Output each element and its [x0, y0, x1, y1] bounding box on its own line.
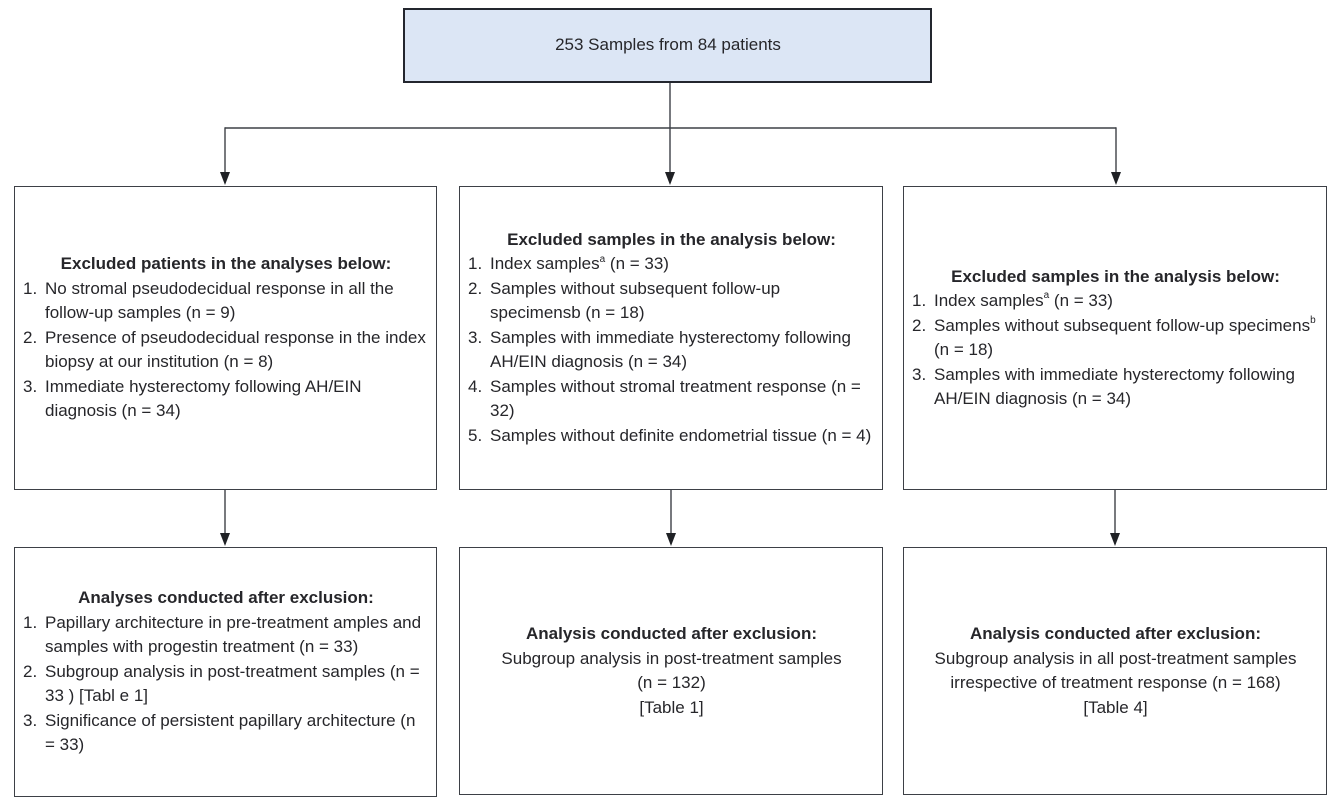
- item-text: Presence of pseudodecidual response in t…: [45, 326, 429, 375]
- arrowhead-icon: [220, 533, 230, 546]
- box-title: Analyses conducted after exclusion:: [78, 588, 374, 608]
- box-list: 1. No stromal pseudodecidual response in…: [23, 277, 429, 424]
- item-text: Samples without stromal treatment respon…: [490, 375, 875, 424]
- arrowhead-icon: [220, 172, 230, 185]
- item-number: 2.: [468, 278, 483, 298]
- item-text-pre: Index samples: [490, 254, 600, 274]
- list-item: 3. Immediate hysterectomy following AH/E…: [23, 375, 429, 424]
- list-item: 1. Index samplesa (n = 33): [912, 289, 1319, 314]
- box-list: 1. Papillary architecture in pre-treatme…: [23, 611, 429, 758]
- item-text-post: (n = 33): [1049, 291, 1113, 310]
- root-box-label: 253 Samples from 84 patients: [555, 35, 781, 55]
- item-text-pre: No stromal pseudodecidual response in al…: [45, 278, 394, 323]
- item-text: No stromal pseudodecidual response in al…: [45, 277, 429, 326]
- box-line: Subgroup analysis in post-treatment samp…: [501, 648, 842, 668]
- list-item: 3. Samples with immediate hysterectomy f…: [468, 326, 875, 375]
- item-text: Index samplesa (n = 33): [490, 252, 875, 277]
- item-text: Significance of persistent papillary arc…: [45, 709, 429, 758]
- box-list: 1. Index samplesa (n = 33) 2. Samples wi…: [468, 252, 875, 448]
- item-text: Index samplesa (n = 33): [934, 289, 1319, 314]
- excluded-samples-right-box: Excluded samples in the analysis below: …: [903, 186, 1327, 490]
- item-number: 3.: [23, 376, 38, 396]
- analysis-mid-box: Analysis conducted after exclusion: Subg…: [459, 547, 883, 795]
- box-list: 1. Index samplesa (n = 33) 2. Samples wi…: [912, 289, 1319, 412]
- item-text: Immediate hysterectomy following AH/EIN …: [45, 375, 429, 424]
- item-number: 1.: [468, 254, 483, 274]
- item-text-post: (n = 33): [605, 254, 669, 274]
- box-line: [Table 1]: [639, 697, 704, 717]
- item-text-pre: Samples without subsequent follow-up spe…: [490, 278, 781, 323]
- list-item: 2. Samples without subsequent follow-up …: [912, 314, 1319, 363]
- item-superscript: a: [1043, 290, 1050, 302]
- list-item: 3. Samples with immediate hysterectomy f…: [912, 363, 1319, 412]
- item-text: Subgroup analysis in post-treatment samp…: [45, 660, 429, 709]
- item-superscript: a: [599, 253, 606, 265]
- item-number: 2.: [23, 327, 38, 347]
- item-number: 2.: [23, 661, 38, 681]
- item-number: 1.: [23, 612, 38, 632]
- box-title: Analysis conducted after exclusion:: [526, 624, 817, 643]
- list-item: 2. Samples without subsequent follow-up …: [468, 277, 875, 326]
- arrowhead-icon: [666, 533, 676, 546]
- excluded-samples-mid-box: Excluded samples in the analysis below: …: [459, 186, 883, 490]
- box-title: Analysis conducted after exclusion:: [970, 624, 1261, 643]
- list-item: 2. Presence of pseudodecidual response i…: [23, 326, 429, 375]
- item-number: 3.: [912, 364, 927, 384]
- item-number: 3.: [23, 710, 38, 730]
- box-title: Excluded samples in the analysis below:: [507, 229, 836, 249]
- item-text: Samples without definite endometrial tis…: [490, 424, 875, 449]
- box-line: (n = 132): [637, 673, 706, 692]
- item-number: 2.: [912, 315, 927, 335]
- arrowhead-icon: [665, 172, 675, 185]
- box-line: [Table 4]: [1083, 697, 1148, 717]
- box-title: Excluded samples in the analysis below:: [951, 266, 1280, 286]
- item-text-pre: Significance of persistent papillary arc…: [45, 710, 416, 755]
- item-superscript: b: [1310, 314, 1316, 326]
- list-item: 1. Index samplesa (n = 33): [468, 252, 875, 277]
- item-text-pre: Samples without subsequent follow-up spe…: [934, 315, 1311, 335]
- list-item: 5. Samples without definite endometrial …: [468, 424, 875, 449]
- box-title: Excluded patients in the analyses below:: [60, 254, 392, 274]
- item-text-post: (n = 18): [934, 340, 994, 359]
- item-text-pre: Immediate hysterectomy following AH/EIN …: [45, 376, 362, 421]
- item-text: Papillary architecture in pre-treatment …: [45, 611, 429, 660]
- list-item: 2. Subgroup analysis in post-treatment s…: [23, 660, 429, 709]
- analyses-left-box: Analyses conducted after exclusion: 1. P…: [14, 547, 437, 797]
- arrowhead-icon: [1110, 533, 1120, 546]
- root-box: 253 Samples from 84 patients: [403, 8, 932, 83]
- box-line: Subgroup analysis in all post-treatment …: [934, 648, 1297, 668]
- excluded-patients-box: Excluded patients in the analyses below:…: [14, 186, 437, 490]
- item-text-pre: Index samples: [934, 291, 1044, 310]
- item-text-pre: Samples with immediate hysterectomy foll…: [490, 327, 851, 372]
- list-item: 1. No stromal pseudodecidual response in…: [23, 277, 429, 326]
- item-text: Samples with immediate hysterectomy foll…: [490, 326, 875, 375]
- item-number: 5.: [468, 425, 483, 445]
- item-text: Samples with immediate hysterectomy foll…: [934, 363, 1319, 412]
- list-item: 1. Papillary architecture in pre-treatme…: [23, 611, 429, 660]
- arrowhead-icon: [1111, 172, 1121, 185]
- item-text: Samples without subsequent follow-up spe…: [934, 314, 1319, 363]
- item-text-pre: Papillary architecture in pre-treatment …: [45, 612, 422, 657]
- list-item: 4. Samples without stromal treatment res…: [468, 375, 875, 424]
- item-text-pre: Samples without stromal treatment respon…: [490, 376, 861, 421]
- item-number: 3.: [468, 327, 483, 347]
- item-number: 1.: [23, 278, 38, 298]
- item-text-pre: Subgroup analysis in post-treatment samp…: [45, 661, 420, 706]
- analysis-right-box: Analysis conducted after exclusion: Subg…: [903, 547, 1327, 795]
- item-text-pre: Samples without definite endometrial tis…: [490, 425, 872, 445]
- list-item: 3. Significance of persistent papillary …: [23, 709, 429, 758]
- item-text-pre: Samples with immediate hysterectomy foll…: [934, 364, 1295, 409]
- item-text-pre: Presence of pseudodecidual response in t…: [45, 327, 426, 372]
- item-number: 1.: [912, 291, 927, 310]
- box-line: irrespective of treatment response (n = …: [950, 673, 1281, 692]
- item-number: 4.: [468, 376, 483, 396]
- item-text: Samples without subsequent follow-up spe…: [490, 277, 875, 326]
